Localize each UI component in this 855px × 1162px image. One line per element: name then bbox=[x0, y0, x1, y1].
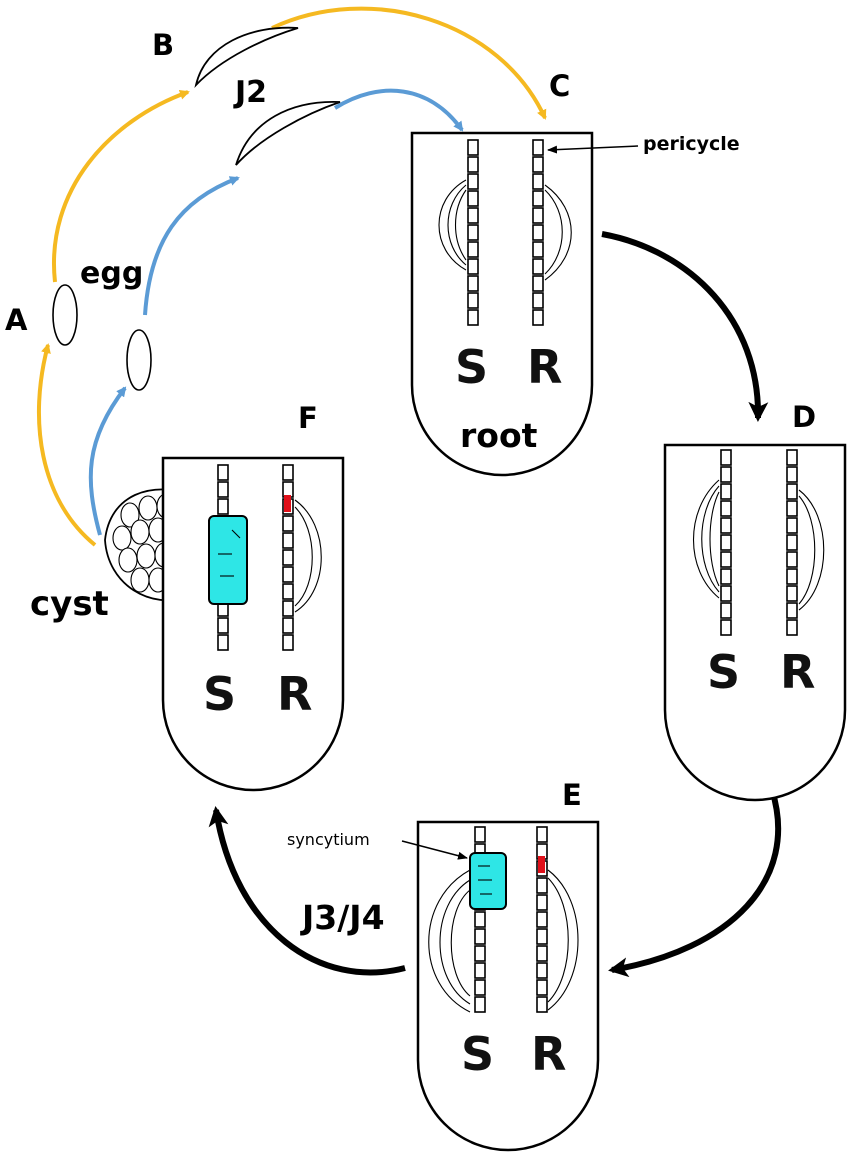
blue-arrow-egg-to-j2 bbox=[143, 176, 240, 316]
yellow-arrow-j2-to-root bbox=[271, 6, 547, 120]
label-d: D bbox=[792, 400, 816, 434]
column-s-d: S bbox=[707, 645, 740, 699]
label-root: root bbox=[460, 416, 538, 455]
egg-upper bbox=[52, 284, 78, 346]
yellow-arrow-egg-to-j2 bbox=[52, 90, 190, 283]
label-e: E bbox=[562, 778, 582, 812]
label-syncytium: syncytium bbox=[287, 830, 370, 849]
syncytium-e bbox=[469, 852, 507, 910]
root-c bbox=[410, 131, 594, 477]
column-s-e: S bbox=[461, 1027, 494, 1081]
column-r-f: R bbox=[277, 667, 312, 721]
pericycle-pointer bbox=[547, 145, 639, 154]
root-e bbox=[416, 820, 600, 1152]
syncytium-f bbox=[208, 515, 248, 605]
column-s-c: S bbox=[455, 340, 488, 394]
cell-column-s bbox=[467, 139, 479, 326]
black-arrow-d-to-e bbox=[608, 789, 782, 978]
j2-worm-upper bbox=[194, 26, 299, 88]
label-c: C bbox=[549, 69, 570, 103]
root-f bbox=[161, 456, 345, 792]
label-egg: egg bbox=[80, 256, 143, 291]
root-d bbox=[663, 443, 847, 802]
label-f: F bbox=[298, 401, 318, 435]
column-s-f: S bbox=[203, 667, 236, 721]
yellow-arrow-cyst-to-egg bbox=[36, 343, 97, 547]
label-a: A bbox=[5, 303, 28, 337]
black-arrow-e-to-f bbox=[208, 806, 406, 976]
black-arrow-c-to-d bbox=[601, 231, 769, 422]
j2-worm-lower bbox=[235, 101, 341, 166]
blue-arrow-j2-to-root bbox=[333, 88, 464, 132]
blue-arrow-cyst-to-egg bbox=[88, 386, 127, 536]
necrotic-cell-f bbox=[284, 495, 291, 512]
label-cyst: cyst bbox=[30, 584, 109, 624]
egg-lower bbox=[126, 329, 152, 391]
necrotic-cell-e bbox=[538, 856, 545, 873]
label-j3j4: J3/J4 bbox=[300, 898, 385, 937]
syncytium-pointer bbox=[401, 840, 468, 860]
column-r-c: R bbox=[527, 340, 562, 394]
label-pericycle: pericycle bbox=[643, 133, 740, 155]
column-r-e: R bbox=[531, 1027, 566, 1081]
column-r-d: R bbox=[780, 645, 815, 699]
label-b: B bbox=[152, 28, 174, 62]
cell-column-r bbox=[532, 139, 544, 326]
label-j2: J2 bbox=[233, 75, 267, 110]
